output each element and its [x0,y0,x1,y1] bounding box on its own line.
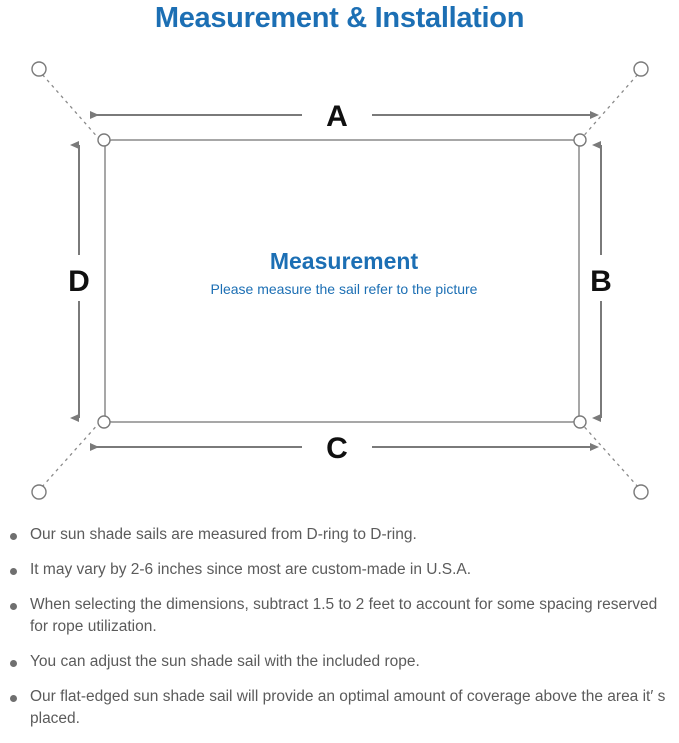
list-item: When selecting the dimensions, subtract … [0,594,679,638]
list-item: You can adjust the sun shade sail with t… [0,651,679,673]
bullet-icon [10,533,17,540]
list-item: It may vary by 2-6 inches since most are… [0,559,679,581]
list-item-text: Our sun shade sails are measured from D-… [30,526,417,543]
dimension-arrow-b: B [590,141,612,422]
dimension-arrow-d: D [68,141,90,422]
dimension-label-d: D [68,265,90,298]
d-ring-top-right [573,133,587,147]
dimension-label-a: A [326,100,348,133]
rope-line-top-left [40,72,101,141]
rope-lines [40,72,640,489]
d-ring-bottom-left [97,415,111,429]
sail-body [104,139,580,423]
rope-line-bottom-left [40,421,101,489]
dimension-arrow-a: A [90,100,599,133]
anchor-point-top-right [633,61,649,77]
page-title: Measurement & Installation [154,2,525,34]
anchor-point-bottom-left [31,484,47,500]
list-item-text: It may vary by 2-6 inches since most are… [30,561,472,578]
bullet-icon [10,568,17,575]
dimension-label-b: B [590,265,612,298]
list-item: Our flat-edged sun shade sail will provi… [0,686,679,730]
bullet-icon [10,660,17,667]
d-ring-bottom-right [573,415,587,429]
sun-shade-sail-measurement-diagram: A C D B Measurement Please measure the s… [31,61,649,500]
d-rings [97,133,587,429]
sail-center-title: Measurement [270,248,419,274]
rope-line-bottom-right [579,421,640,489]
list-item-text: Our flat-edged sun shade sail will provi… [30,688,666,727]
bullet-icon [10,695,17,702]
anchor-points [31,61,649,500]
dimension-label-c: C [326,432,348,465]
rope-line-top-right [579,72,640,141]
anchor-point-bottom-right [633,484,649,500]
list-item-text: When selecting the dimensions, subtract … [30,596,658,635]
notes-list: Our sun shade sails are measured from D-… [0,524,679,743]
dimension-arrow-c: C [90,432,599,465]
anchor-point-top-left [31,61,47,77]
list-item: Our sun shade sails are measured from D-… [0,524,679,546]
bullet-icon [10,603,17,610]
d-ring-top-left [97,133,111,147]
sail-center-subtitle: Please measure the sail refer to the pic… [211,281,478,297]
list-item-text: You can adjust the sun shade sail with t… [30,653,420,670]
